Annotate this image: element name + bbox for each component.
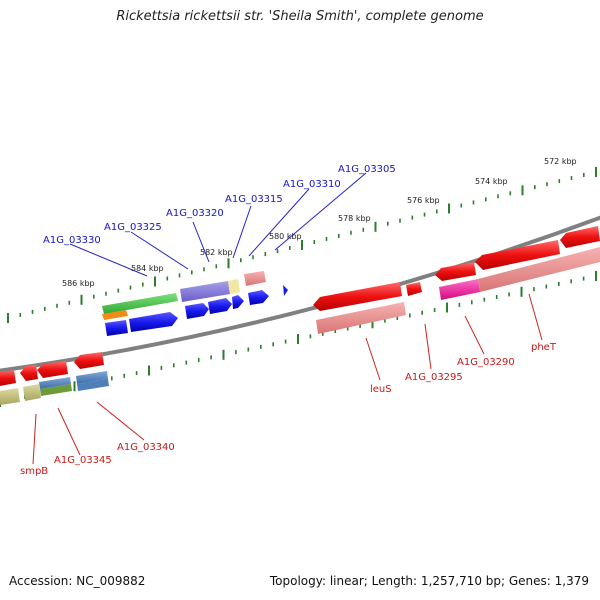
gene-cds-A1G_03290[interactable] [435, 262, 476, 281]
callout-line-A1G_03315 [232, 205, 252, 259]
gene-label-pheT[interactable]: pheT [531, 342, 557, 353]
gene-label-smpB[interactable]: smpB [20, 466, 48, 477]
tick-label-572: 572 kbp [544, 157, 577, 166]
callout-line-A1G_03320 [192, 221, 210, 263]
gene-label-A1G_03325[interactable]: A1G_03325 [104, 222, 162, 233]
gene-label-A1G_03310[interactable]: A1G_03310 [283, 179, 341, 190]
callout-line-A1G_03310 [248, 188, 310, 257]
gene-label-A1G_03315[interactable]: A1G_03315 [225, 194, 283, 205]
callout-line-pheT [528, 293, 543, 341]
topology-text: Topology: linear; Length: 1,257,710 bp; … [269, 574, 589, 588]
gene-cds-leuS[interactable] [313, 282, 402, 311]
gene-feature-orange[interactable] [102, 310, 128, 320]
gene-label-A1G_03295[interactable]: A1G_03295 [405, 372, 463, 383]
gene-cds-A1G_03320[interactable] [185, 303, 209, 319]
callout-line-A1G_03345 [57, 407, 81, 456]
gene-label-A1G_03320[interactable]: A1G_03320 [166, 208, 224, 219]
gene-feature-green[interactable] [102, 293, 178, 314]
gene-feature-steel-3[interactable] [77, 379, 109, 391]
tick-label-582: 582 kbp [200, 248, 233, 257]
gene-cds-pheT[interactable] [475, 240, 560, 270]
tick-label-578: 578 kbp [338, 214, 371, 223]
gene-cds-A1G_03345[interactable] [37, 361, 68, 378]
gene-cds-pheS[interactable] [560, 226, 600, 248]
gene-cds-A1G_03295[interactable] [406, 282, 422, 296]
gene-feature-olive-1[interactable] [0, 388, 20, 405]
forward-features [102, 271, 288, 336]
gene-labels-blue: A1G_03305 A1G_03310 A1G_03315 A1G_03320 … [43, 164, 396, 246]
gene-feature-beige[interactable] [228, 279, 240, 294]
callout-line-smpB [32, 413, 37, 465]
gene-cds-smpB[interactable] [20, 365, 38, 381]
gene-cds-A1G_03305b[interactable] [283, 285, 288, 296]
gene-labels-red: pheT A1G_03290 A1G_03295 leuS A1G_03340 … [20, 342, 557, 477]
callout-line-A1G_03305 [274, 172, 367, 251]
gene-cds-A1G_03340[interactable] [74, 352, 104, 369]
callout-line-A1G_03295 [424, 323, 432, 370]
callout-line-A1G_03340 [96, 401, 145, 441]
gene-cds-A1G_03330[interactable] [105, 320, 128, 336]
gene-label-A1G_03345[interactable]: A1G_03345 [54, 455, 112, 466]
tick-label-580: 580 kbp [269, 232, 302, 241]
gene-feature-pheT-rna[interactable] [478, 247, 600, 292]
callout-line-A1G_03290 [464, 315, 485, 355]
gene-label-A1G_03330[interactable]: A1G_03330 [43, 235, 101, 246]
reverse-features [313, 226, 600, 334]
gene-cds-A1G_03305a[interactable] [248, 290, 269, 305]
gene-label-A1G_03305[interactable]: A1G_03305 [338, 164, 396, 175]
gene-label-leuS[interactable]: leuS [370, 384, 392, 395]
gene-feature-green-dark[interactable] [40, 384, 72, 396]
gene-feature-steel-1[interactable] [39, 377, 71, 389]
gene-cds-A1G_03310[interactable] [232, 295, 244, 309]
tick-label-586: 586 kbp [62, 279, 95, 288]
map-title: Rickettsia rickettsii str. 'Sheila Smith… [116, 9, 484, 24]
tick-label-574: 574 kbp [475, 177, 508, 186]
gene-feature-purple[interactable] [180, 281, 230, 302]
gene-feature-olive-2[interactable] [23, 384, 41, 401]
callout-line-A1G_03330 [69, 243, 148, 277]
gene-feature-magenta[interactable] [439, 279, 480, 300]
gene-feature-steel-2[interactable] [76, 371, 108, 384]
gene-label-A1G_03290[interactable]: A1G_03290 [457, 357, 515, 368]
upper-tick-track [7, 167, 597, 323]
tick-labels: 572 kbp 574 kbp 576 kbp 578 kbp 580 kbp … [62, 157, 577, 288]
callout-line-A1G_03325 [130, 231, 189, 270]
accession-text: Accession: NC_009882 [9, 574, 146, 588]
gene-cds-left-edge[interactable] [0, 370, 16, 386]
lower-left-features [0, 352, 109, 405]
callout-lines [32, 172, 543, 465]
gene-feature-leuS-rna[interactable] [316, 302, 406, 334]
gene-cds-A1G_03315[interactable] [208, 298, 232, 314]
callout-line-leuS [365, 337, 381, 381]
gene-label-A1G_03340[interactable]: A1G_03340 [117, 442, 175, 453]
tick-label-576: 576 kbp [407, 196, 440, 205]
tick-label-584: 584 kbp [131, 264, 164, 273]
gene-feature-pink-small[interactable] [244, 271, 266, 286]
gene-cds-A1G_03325[interactable] [129, 312, 178, 332]
